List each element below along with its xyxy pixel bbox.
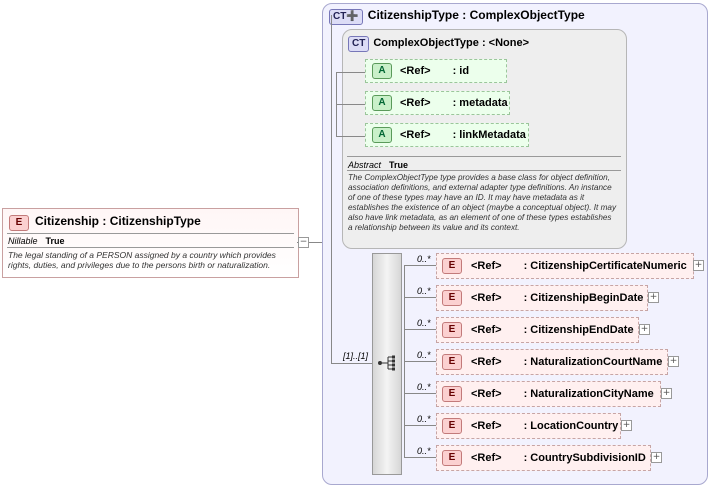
- attribute-ref: <Ref>: [400, 65, 431, 77]
- child-name: : CitizenshipCertificateNumeric: [523, 260, 687, 272]
- child-cardinality: 0..*: [417, 446, 431, 456]
- sequence-cardinality: [1]..[1]: [343, 351, 369, 361]
- child-cardinality: 0..*: [417, 350, 431, 360]
- expand-icon[interactable]: +: [668, 356, 679, 367]
- abstract-label: Abstract: [348, 160, 382, 170]
- child-element-naturalization-court-name[interactable]: E <Ref> : NaturalizationCourtName: [436, 349, 668, 375]
- connector-line: [331, 363, 372, 364]
- connector-line: [404, 393, 436, 394]
- element-badge-icon: E: [9, 215, 29, 231]
- attribute-id[interactable]: A <Ref> : id: [365, 59, 507, 83]
- connector-line: [336, 104, 366, 105]
- child-element-country-subdivision-id[interactable]: E <Ref> : CountrySubdivisionID: [436, 445, 651, 471]
- nillable-row: Nillable True: [8, 236, 65, 246]
- child-name: : CountrySubdivisionID: [523, 452, 646, 464]
- child-ref: <Ref>: [471, 356, 502, 368]
- sequence-icon: [378, 355, 395, 371]
- divider: [7, 233, 294, 234]
- complex-type-badge-icon: CT➕: [329, 9, 363, 25]
- attribute-metadata[interactable]: A <Ref> : metadata: [365, 91, 510, 115]
- element-name: Citizenship: [35, 214, 100, 228]
- element-badge-icon: E: [442, 354, 462, 370]
- element-title: E Citizenship : CitizenshipType: [9, 214, 201, 231]
- child-cardinality: 0..*: [417, 414, 431, 424]
- expand-icon[interactable]: +: [639, 324, 650, 335]
- connector-line: [297, 242, 331, 243]
- complex-object-type-name: ComplexObjectType: [373, 37, 479, 49]
- expand-icon[interactable]: +: [651, 452, 662, 463]
- attribute-name: : metadata: [452, 97, 508, 109]
- citizenship-type-title: CT➕ CitizenshipType : ComplexObjectType: [329, 8, 585, 25]
- element-badge-icon: E: [442, 386, 462, 402]
- child-ref: <Ref>: [471, 452, 502, 464]
- expand-icon[interactable]: +: [693, 260, 704, 271]
- connector-line: [404, 425, 436, 426]
- element-type: : CitizenshipType: [102, 214, 201, 228]
- expand-icon[interactable]: +: [621, 420, 632, 431]
- abstract-value: True: [389, 160, 409, 170]
- expand-icon[interactable]: +: [648, 292, 659, 303]
- nillable-label: Nillable: [8, 236, 38, 246]
- attribute-ref: <Ref>: [400, 129, 431, 141]
- collapse-toggle-icon[interactable]: −: [298, 237, 309, 248]
- child-ref: <Ref>: [471, 420, 502, 432]
- element-badge-icon: E: [442, 290, 462, 306]
- expand-icon[interactable]: +: [661, 388, 672, 399]
- complex-object-type-base: : <None>: [481, 37, 530, 49]
- child-cardinality: 0..*: [417, 254, 431, 264]
- child-element-citizenship-certificate-numeric[interactable]: E <Ref> : CitizenshipCertificateNumeric: [436, 253, 694, 279]
- child-ref: <Ref>: [471, 324, 502, 336]
- child-element-naturalization-city-name[interactable]: E <Ref> : NaturalizationCityName: [436, 381, 661, 407]
- child-element-citizenship-begin-date[interactable]: E <Ref> : CitizenshipBeginDate: [436, 285, 648, 311]
- connector-line: [404, 329, 436, 330]
- divider: [7, 247, 294, 248]
- complex-type-badge-icon: CT: [348, 36, 370, 52]
- child-name: : NaturalizationCityName: [523, 388, 654, 400]
- element-badge-icon: E: [442, 258, 462, 274]
- element-documentation: The legal standing of a PERSON assigned …: [8, 250, 276, 270]
- citizenship-type-base: : ComplexObjectType: [462, 8, 585, 22]
- connector-line: [404, 361, 436, 362]
- divider: [347, 156, 621, 157]
- child-cardinality: 0..*: [417, 286, 431, 296]
- complex-object-type-documentation: The ComplexObjectType type provides a ba…: [348, 173, 617, 232]
- connector-line: [336, 72, 366, 73]
- child-name: : LocationCountry: [523, 420, 619, 432]
- child-name: : CitizenshipEndDate: [523, 324, 634, 336]
- sequence-compositor[interactable]: [372, 253, 402, 475]
- attribute-link-metadata[interactable]: A <Ref> : linkMetadata: [365, 123, 529, 147]
- connector-line: [404, 457, 436, 458]
- attribute-badge-icon: A: [372, 95, 392, 111]
- connector-line: [404, 297, 436, 298]
- child-name: : NaturalizationCourtName: [523, 356, 663, 368]
- element-badge-icon: E: [442, 322, 462, 338]
- child-ref: <Ref>: [471, 388, 502, 400]
- divider: [347, 170, 621, 171]
- connector-line: [404, 265, 436, 266]
- attribute-ref: <Ref>: [400, 97, 431, 109]
- child-element-location-country[interactable]: E <Ref> : LocationCountry: [436, 413, 621, 439]
- element-badge-icon: E: [442, 418, 462, 434]
- child-name: : CitizenshipBeginDate: [523, 292, 644, 304]
- abstract-row: Abstract True: [348, 160, 408, 170]
- connector-line: [336, 136, 366, 137]
- connector-line: [331, 15, 332, 363]
- child-ref: <Ref>: [471, 292, 502, 304]
- child-cardinality: 0..*: [417, 382, 431, 392]
- child-ref: <Ref>: [471, 260, 502, 272]
- citizenship-type-name: CitizenshipType: [367, 8, 459, 22]
- child-element-citizenship-end-date[interactable]: E <Ref> : CitizenshipEndDate: [436, 317, 639, 343]
- child-cardinality: 0..*: [417, 318, 431, 328]
- attribute-badge-icon: A: [372, 63, 392, 79]
- attribute-badge-icon: A: [372, 127, 392, 143]
- attribute-name: : id: [452, 65, 470, 77]
- element-badge-icon: E: [442, 450, 462, 466]
- attribute-name: : linkMetadata: [452, 129, 526, 141]
- nillable-value: True: [45, 236, 65, 246]
